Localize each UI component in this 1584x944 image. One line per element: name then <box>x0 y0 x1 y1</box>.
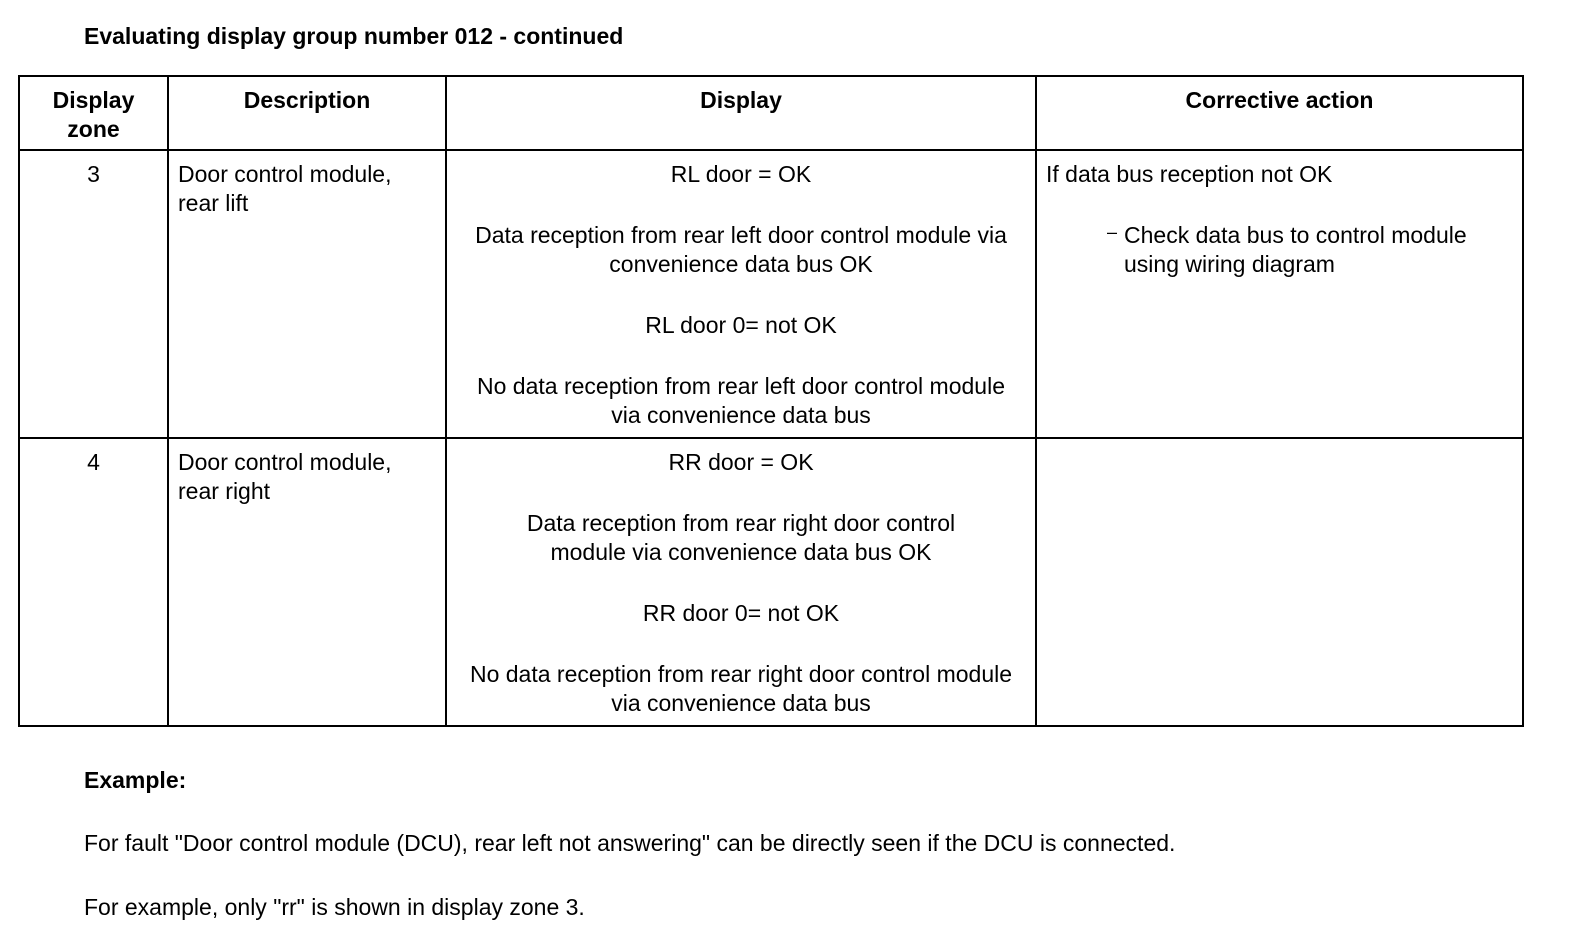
table-row: 4 Door control module, rear right RR doo… <box>18 437 1524 727</box>
example-paragraph: For fault "Door control module (DCU), re… <box>84 830 1176 856</box>
corrective-step-text: Check data bus to control module using w… <box>1124 222 1467 277</box>
corrective-action-cell: If data bus reception not OK – Check dat… <box>1035 149 1524 439</box>
page-title: Evaluating display group number 012 - co… <box>84 23 624 49</box>
display-cell: RL door = OK Data reception from rear le… <box>445 149 1037 439</box>
corrective-condition: If data bus reception not OK <box>1046 161 1333 187</box>
zone-cell: 3 <box>18 149 169 439</box>
table-row: 3 Door control module, rear lift RL door… <box>18 149 1524 439</box>
dash-bullet-icon: – <box>1107 222 1118 242</box>
corrective-step: – Check data bus to control module using… <box>1107 221 1522 279</box>
header-display-zone: Display zone <box>18 75 169 151</box>
display-text: Data reception from rear right door cont… <box>526 510 956 565</box>
display-text: RL door 0= not OK <box>645 312 837 338</box>
example-heading: Example: <box>84 767 187 793</box>
display-text: RR door = OK <box>668 449 814 475</box>
display-cell: RR door = OK Data reception from rear ri… <box>445 437 1037 727</box>
display-text: Data reception from rear left door contr… <box>475 222 1007 277</box>
display-text: RR door 0= not OK <box>642 600 840 626</box>
display-text: RL door = OK <box>670 161 812 187</box>
display-text: No data reception from rear right door c… <box>469 661 1013 716</box>
table-header-row: Display zone Description Display Correct… <box>18 75 1524 151</box>
example-paragraph: For example, only "rr" is shown in displ… <box>84 894 585 920</box>
display-text: No data reception from rear left door co… <box>477 373 1005 428</box>
header-corrective-action: Corrective action <box>1035 75 1524 151</box>
header-description: Description <box>167 75 447 151</box>
header-display: Display <box>445 75 1037 151</box>
zone-cell: 4 <box>18 437 169 727</box>
corrective-action-cell <box>1035 437 1524 727</box>
display-group-table: Display zone Description Display Correct… <box>18 75 1524 727</box>
description-cell: Door control module, rear right <box>167 437 447 727</box>
description-cell: Door control module, rear lift <box>167 149 447 439</box>
